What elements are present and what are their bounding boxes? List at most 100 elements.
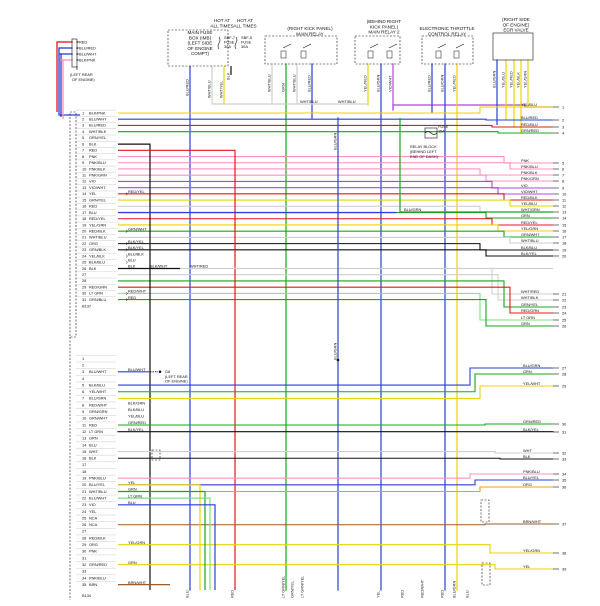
- header-text: HOT AT: [237, 18, 253, 23]
- header-text: ALL TIMES: [210, 23, 233, 28]
- connector-pin-number: 28: [82, 535, 86, 540]
- bus-wire-label: WHT/BLU: [338, 99, 356, 104]
- b137-wire: [118, 205, 553, 213]
- connector-pin-label: WHT/BLU: [89, 235, 107, 240]
- b137-wire: [118, 280, 553, 308]
- connector-pin-label: VIO: [89, 502, 96, 507]
- relay-switch: [369, 43, 379, 49]
- connector-pin-number: 29: [82, 284, 86, 289]
- inline-connector: [125, 192, 128, 196]
- connector-pin-label: YEL/BLK: [89, 253, 105, 258]
- connector-pin-label: PNK/BLU: [89, 476, 106, 481]
- relay-wire-label: BLU/ORN: [440, 75, 445, 92]
- fuse-symbol: [217, 36, 221, 50]
- b137-wire: [118, 249, 553, 257]
- b134-right-label: YEL/GRN: [523, 548, 540, 553]
- connector-pin-number: 17: [82, 462, 86, 467]
- rail-number: 3: [562, 124, 564, 129]
- b134-mid-label: BLK/BLU: [128, 407, 144, 412]
- b137-wire: [118, 174, 553, 182]
- connector-pin-label: GRN/RED: [89, 562, 107, 567]
- b134-wire: [118, 473, 553, 479]
- rail-number: 37: [562, 521, 566, 526]
- inline-connector: [125, 229, 128, 233]
- rail-number: 32: [562, 450, 566, 455]
- connector-pin-number: 20: [82, 228, 87, 233]
- connector-pin-label: RED/BLK: [89, 535, 106, 540]
- rail-number: 4: [562, 130, 565, 135]
- connector-pin-label: PNK/BLU: [89, 160, 106, 165]
- bottom-wire-label: RED: [400, 590, 405, 598]
- connector-pin-label: BLK/BLU: [89, 382, 105, 387]
- bottom-wire-label: RED/WHT: [420, 579, 425, 598]
- b137-wire: [118, 118, 553, 121]
- b137-right-label: BLU/RED: [521, 115, 538, 120]
- inline-connector: [125, 260, 128, 264]
- connector-pin-number: 26: [82, 266, 86, 271]
- rail-number: 28: [562, 371, 566, 376]
- b137-wire: [118, 292, 553, 321]
- connector-pin-number: 2: [82, 117, 84, 122]
- b137-wire: [118, 155, 553, 164]
- b137-right-label: RED/GRN: [521, 308, 539, 313]
- connector-pin-label: PNK: [89, 154, 97, 159]
- connector-pin-label: NCA: [89, 522, 98, 527]
- rail-number: 27: [562, 365, 566, 370]
- b134-wire: [118, 385, 553, 399]
- fuse-text: SBF-7: [224, 35, 235, 40]
- connector-pin-label: ORG: [89, 542, 98, 547]
- rail-number: 9: [562, 185, 564, 190]
- b134-wire: [118, 564, 553, 570]
- connector-pin-label: BLK: [89, 456, 97, 461]
- b134-right-label: BLU/GRN: [523, 363, 540, 368]
- b137-mid-label: RED/YEL: [128, 189, 145, 194]
- inline-connector: [125, 241, 128, 246]
- b137-right-label: GRN: [521, 321, 530, 326]
- b134-right-label: BLK/YEL: [523, 427, 540, 432]
- b137-wire: [118, 106, 553, 114]
- b134-right-label: GRN/RED: [523, 419, 541, 424]
- rail-number: 19: [562, 247, 566, 252]
- left-connector-label: RED: [79, 39, 87, 44]
- wire-grn: [118, 490, 206, 590]
- b134-right-label: BRN/WHT: [523, 519, 542, 524]
- b137-mid-label: RED/WHT: [128, 289, 147, 294]
- b137-wire: [118, 168, 553, 176]
- connector-pin-number: 25: [82, 515, 86, 520]
- rail-number: 2: [562, 117, 564, 122]
- b137-mid-label: BLU: [128, 257, 136, 262]
- relay-block-text: (BEHIND LEFT: [410, 149, 437, 154]
- fuse-box-wire-label: WHT/BLU: [207, 80, 212, 98]
- connector-pin-number: 19: [82, 476, 86, 481]
- connector-pin-number: 11: [82, 173, 86, 178]
- left-connector-box: [71, 38, 78, 68]
- connector-pin-number: 16: [82, 456, 86, 461]
- b134-right-label: WHT: [523, 448, 532, 453]
- b137-right-label: GRN/RED: [521, 128, 539, 133]
- wire-blu: [118, 211, 397, 214]
- relay-coil: [453, 50, 460, 59]
- relay-block-text: END OF DASH): [410, 154, 439, 159]
- relay-wire-label: BLU/RED: [307, 75, 312, 92]
- connector-pin-number: 34: [82, 575, 87, 580]
- b137-wire: [118, 193, 553, 201]
- connector-pin-number: 35: [82, 582, 86, 587]
- b137-wire: [118, 124, 553, 128]
- connector-pin-label: YEL: [89, 509, 97, 514]
- relay-wire-label: BLU/RED: [427, 75, 432, 92]
- bottom-wire-label: BLU: [185, 590, 190, 598]
- connector-pin-label: RED/GRN: [89, 284, 107, 289]
- connector-pin-number: 3: [82, 123, 84, 128]
- connector-pin-number: 17: [82, 210, 86, 215]
- bottom-wire-label: GRN/YEL: [290, 580, 295, 598]
- b137-right-label: YEL/GRN: [521, 226, 538, 231]
- b137-wire: [118, 286, 553, 314]
- relay-wire-label: YEL/RED: [363, 75, 368, 92]
- b134-right-label: PNK/BLU: [523, 469, 540, 474]
- b137-right-label: WHT/RED: [521, 289, 539, 294]
- relay-wire-label: VIO/WHT: [388, 75, 393, 92]
- wire-label: BLU/GRN: [333, 133, 338, 150]
- b137-right-label: GRN/WHT: [521, 232, 540, 237]
- b134-mid-label: YEL: [128, 480, 136, 485]
- b137-mid-label: BLK/YEL: [128, 245, 145, 250]
